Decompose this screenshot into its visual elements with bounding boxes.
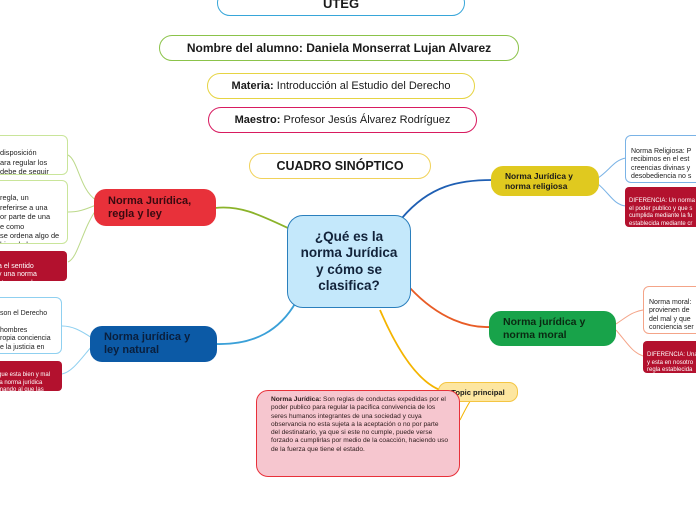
diff-norma-religiosa[interactable]: DIFERENCIA: Un norma el poder publico y … (625, 187, 696, 227)
note-text: regla, un referirse a una or parte de un… (0, 193, 60, 243)
section-title: CUADRO SINÓPTICO (276, 159, 404, 173)
link-red-note2 (67, 204, 97, 213)
link-yellow-diff (597, 183, 627, 207)
teacher-pill: Maestro: Profesor Jesús Álvarez Rodrígue… (208, 107, 477, 133)
note-text: disposición ara regular los debe de segu… (0, 148, 49, 175)
link-green-topic (409, 287, 491, 328)
diff-text: a el sentido y una norma cta general. (0, 262, 37, 281)
diff-ley-natural[interactable]: que esta bien y mal la norma jurídica ma… (0, 361, 62, 391)
teacher-label: Maestro: (234, 114, 281, 126)
topic-norma-juridica-regla-ley[interactable]: Norma Jurídica, regla y ley (94, 189, 216, 226)
diff-norma-moral[interactable]: DIFERENCIA: Una y esta en nosotro regla … (643, 341, 696, 373)
link-blue-topic (215, 301, 297, 345)
teacher-name: Profesor Jesús Álvarez Rodríguez (283, 114, 451, 126)
diff-text: DIFERENCIA: Una y esta en nosotro regla … (647, 351, 696, 373)
link-red-topic (214, 206, 289, 229)
student-label: Nombre del alumno: (186, 41, 303, 55)
subject-label: Materia: (231, 80, 274, 92)
link-yellow-note (597, 157, 627, 179)
link-red-note1 (67, 154, 97, 201)
link-green-note (615, 309, 644, 325)
note-text: son el Derecho hombres ropia conciencia … (0, 309, 51, 353)
diff-text: que esta bien y mal la norma jurídica ma… (0, 371, 51, 391)
subject-name: Introducción al Estudio del Derecho (276, 80, 451, 92)
definition-label: Norma Jurídica: (271, 396, 322, 403)
link-blue-note (61, 325, 93, 339)
link-yellow-topic (401, 179, 493, 219)
note-disposicion[interactable]: disposición ara regular los debe de segu… (0, 135, 68, 175)
topic-norma-juridica-religiosa[interactable]: Norma Jurídica y norma religiosa (491, 166, 599, 196)
link-red-diff (67, 209, 97, 263)
definition-text: Son reglas de conductas expedidas por el… (271, 396, 449, 453)
central-node[interactable]: ¿Qué es la norma Jurídica y cómo se clas… (287, 215, 411, 308)
note-norma-moral[interactable]: Norma moral: provienen de del mal y que … (643, 286, 696, 334)
note-text: Norma moral: provienen de del mal y que … (649, 298, 694, 333)
link-blue-diff (61, 345, 93, 375)
topic-norma-juridica-moral[interactable]: Norma jurídica y norma moral (489, 311, 616, 346)
topic-label: Norma jurídica y ley natural (104, 331, 191, 356)
section-title-pill: CUADRO SINÓPTICO (249, 153, 431, 179)
note-regla[interactable]: regla, un referirse a una or parte de un… (0, 180, 68, 244)
definition-box[interactable]: Norma Jurídica: Son reglas de conductas … (256, 390, 460, 477)
note-ley-natural[interactable]: son el Derecho hombres ropia conciencia … (0, 297, 62, 354)
link-green-diff (615, 329, 644, 357)
topic-principal-label: Topic principal (451, 387, 505, 397)
subject-pill: Materia: Introducción al Estudio del Der… (207, 73, 475, 99)
topic-norma-juridica-ley-natural[interactable]: Norma jurídica y ley natural (90, 326, 217, 362)
diff-text: DIFERENCIA: Un norma el poder publico y … (629, 197, 696, 227)
link-bottom-topic (379, 309, 441, 391)
diff-norma-regla[interactable]: a el sentido y una norma cta general. (0, 251, 67, 281)
note-norma-religiosa[interactable]: Norma Religiosa: P recibimos en el est c… (625, 135, 696, 183)
student-name: Daniela Monserrat Lujan Alvarez (306, 41, 492, 55)
school-name: UTEG (322, 0, 360, 11)
topic-label: Norma Jurídica y norma religiosa (505, 171, 573, 191)
topic-label: Norma Jurídica, regla y ley (108, 194, 192, 220)
student-pill: Nombre del alumno: Daniela Monserrat Luj… (159, 35, 519, 61)
note-text: Norma Religiosa: P recibimos en el est c… (631, 147, 692, 182)
school-pill: UTEG (217, 0, 465, 16)
central-label: ¿Qué es la norma Jurídica y cómo se clas… (300, 228, 398, 294)
topic-label: Norma jurídica y norma moral (503, 316, 586, 341)
